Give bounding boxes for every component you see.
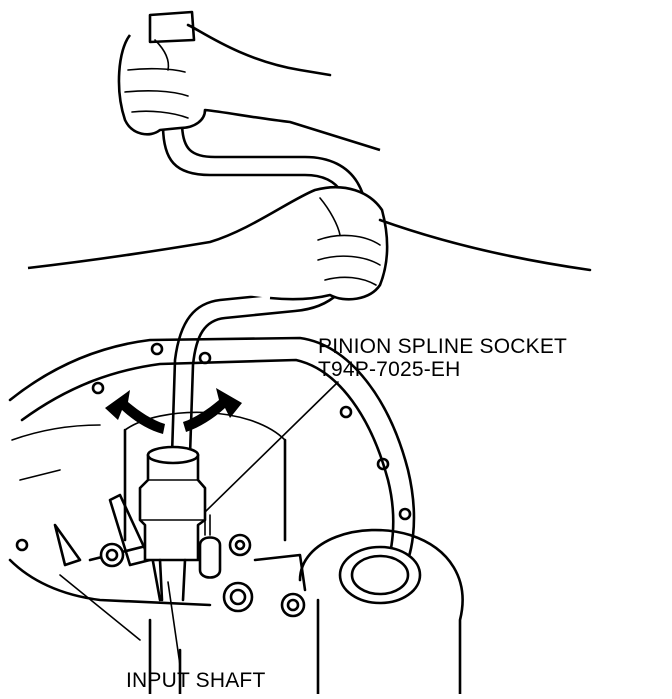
label-pinion-spline-socket: PINION SPLINE SOCKET: [318, 335, 568, 358]
pinion-spline-socket: [138, 445, 207, 602]
transmission-case: [8, 336, 464, 696]
upper-hand: [117, 23, 381, 152]
rotation-arrows-icon: [105, 388, 242, 434]
lower-hand: [27, 185, 592, 301]
label-socket-part-number: T94P-7025-EH: [318, 358, 461, 381]
leader-lines: [167, 381, 339, 666]
label-input-shaft: INPUT SHAFT: [126, 669, 266, 692]
flange-bolt-holes: [15, 342, 412, 552]
